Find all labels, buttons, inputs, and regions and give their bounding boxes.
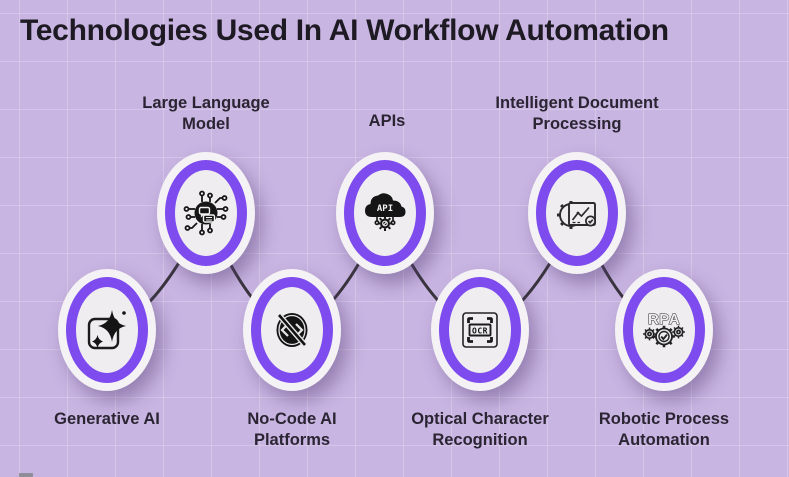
node-ring: OCR <box>439 277 521 383</box>
node-robotic-process-automation: RPA <box>615 269 713 391</box>
node-large-language-model <box>157 152 255 274</box>
node-no-code-ai-platforms <box>243 269 341 391</box>
ai-chip-chat-icon <box>183 190 229 236</box>
node-ring <box>165 160 247 266</box>
no-code-slash-icon <box>276 313 308 347</box>
node-optical-character-recognition: OCR <box>431 269 529 391</box>
api-icon-text: API <box>377 204 393 214</box>
node-label-apis: APIs <box>368 112 406 130</box>
bottom-left-mark <box>19 473 33 477</box>
ocr-icon-text: OCR <box>472 326 488 335</box>
rpa-icon-text: RPA <box>648 311 680 328</box>
node-label-intelligent-document-processing: Intelligent Document Processing <box>495 94 659 134</box>
node-intelligent-document-processing <box>528 152 626 274</box>
node-ring: RPA <box>623 277 705 383</box>
page-title: Technologies Used In AI Workflow Automat… <box>20 14 669 47</box>
node-label-optical-character-recognition: Optical Character Recognition <box>411 410 549 450</box>
node-generative-ai <box>58 269 156 391</box>
api-cloud-gear-icon: API <box>365 193 406 231</box>
node-label-robotic-process-automation: Robotic Process Automation <box>598 410 730 450</box>
node-ring <box>66 277 148 383</box>
sparkle-image-icon <box>87 310 126 350</box>
node-ring <box>536 160 618 266</box>
node-ring <box>251 277 333 383</box>
node-apis: API <box>336 152 434 274</box>
document-gear-analytics-icon <box>557 201 596 229</box>
node-label-generative-ai: Generative AI <box>54 410 160 428</box>
node-label-large-language-model: Large Language Model <box>142 94 270 134</box>
node-label-no-code-ai-platforms: No-Code AI Platforms <box>247 410 337 450</box>
ocr-scan-frame-icon: OCR <box>462 312 498 348</box>
node-ring: API <box>344 160 426 266</box>
rpa-gears-check-icon: RPA <box>643 311 685 348</box>
